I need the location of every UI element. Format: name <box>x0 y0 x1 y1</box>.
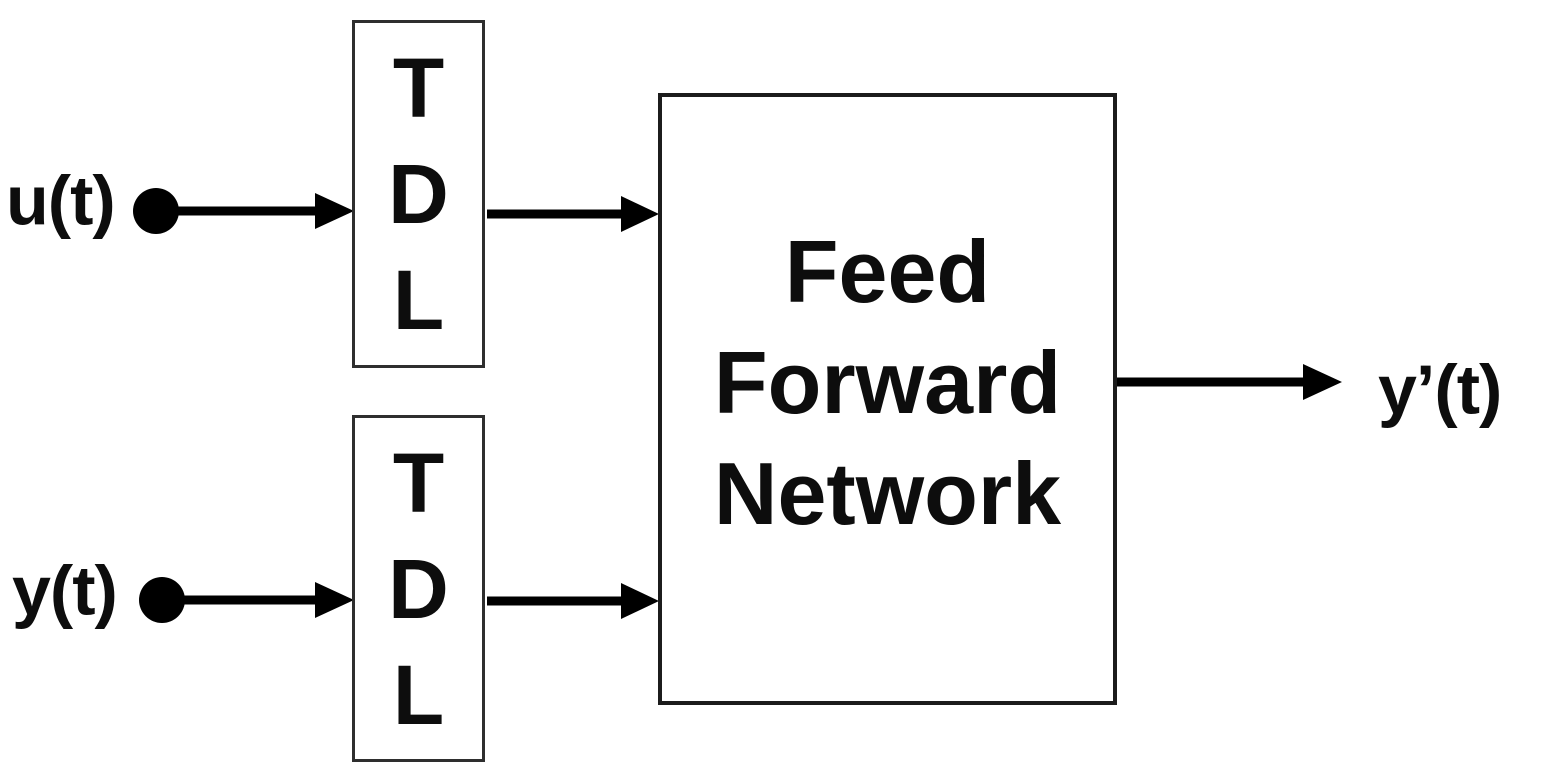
tdl-box-bottom: T D L <box>352 415 485 762</box>
tdl-bottom-letter-t: T <box>392 435 445 530</box>
feed-forward-network-box: Feed Forward Network <box>658 93 1117 705</box>
input-label-y: y(t) <box>12 551 118 630</box>
arrow-tdl-bottom-to-ffn <box>487 583 659 619</box>
ffn-line-feed: Feed <box>784 221 991 321</box>
ffn-line-network: Network <box>713 443 1062 543</box>
arrow-ffn-to-output <box>1117 364 1342 400</box>
output-label-y-prime: y’(t) <box>1378 350 1502 429</box>
input-label-u: u(t) <box>6 161 116 240</box>
tdl-top-letter-l: L <box>392 253 445 347</box>
tdl-top-letter-t: T <box>392 41 445 135</box>
tdl-top-letter-d: D <box>388 147 449 241</box>
tdl-bottom-letter-l: L <box>392 647 445 742</box>
tdl-box-top: T D L <box>352 20 485 368</box>
arrow-tdl-top-to-ffn <box>487 196 659 232</box>
ffn-line-forward: Forward <box>713 332 1062 432</box>
arrow-u-to-tdl-top <box>156 193 354 229</box>
tdl-bottom-letter-d: D <box>388 541 449 636</box>
arrow-y-to-tdl-bottom <box>162 582 354 618</box>
